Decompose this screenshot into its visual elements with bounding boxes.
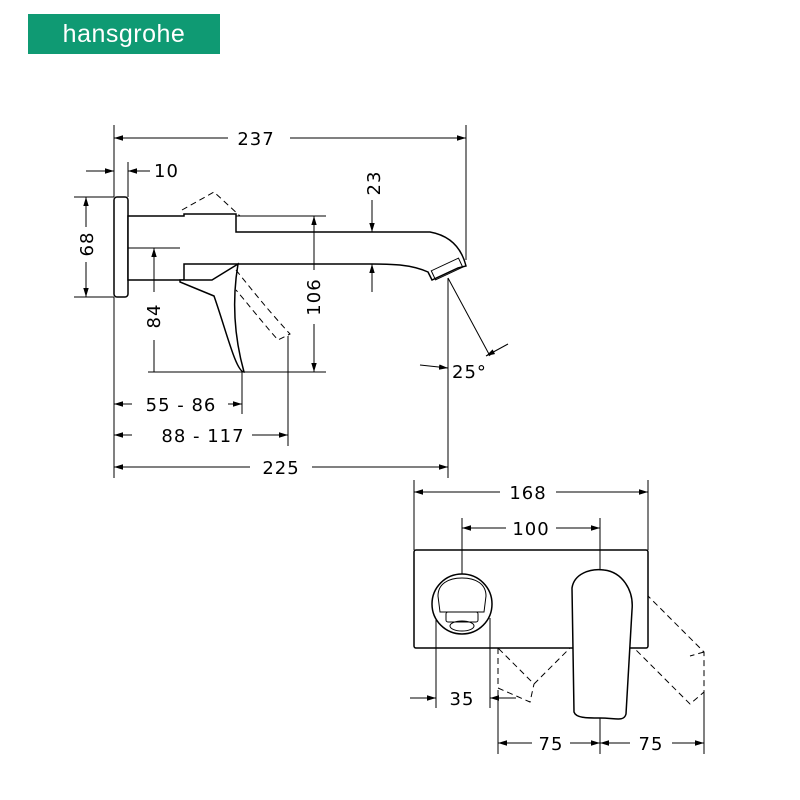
dim-100: 100: [461, 518, 601, 574]
dim-237-label: 237: [237, 129, 274, 150]
spout-outlet: [431, 573, 493, 635]
dim-23: 23: [364, 171, 385, 292]
lever-swing-right: [619, 579, 705, 705]
dim-10-label: 10: [154, 161, 179, 182]
dim-55-86: 55 - 86: [113, 297, 243, 478]
dim-75-right-label: 75: [639, 734, 664, 755]
dim-25-label: 25°: [452, 362, 487, 383]
dim-84-label: 84: [144, 304, 165, 329]
aerator: [430, 257, 464, 281]
dim-68-label: 68: [77, 232, 98, 257]
spout: [127, 213, 467, 281]
side-view: [113, 191, 467, 373]
dim-168-label: 168: [509, 483, 546, 504]
dim-225-label: 225: [262, 458, 299, 479]
dim-106-label: 106: [304, 278, 325, 315]
dim-237: 237: [113, 125, 467, 260]
dim-106: 106: [148, 215, 326, 373]
wall-plate: [113, 196, 129, 298]
dim-75-left-label: 75: [539, 734, 564, 755]
dim-55-86-label: 55 - 86: [146, 395, 217, 416]
dim-23-label: 23: [364, 171, 385, 196]
dim-10: 10: [86, 161, 179, 197]
brand-logo: hansgrohe: [28, 14, 220, 54]
aerator-front: [449, 620, 475, 632]
dim-25-degrees: 25°: [419, 277, 509, 383]
dim-35: 35: [410, 618, 516, 710]
lever: [179, 262, 245, 373]
dim-35-label: 35: [450, 689, 475, 710]
dim-75-75: 75 75: [497, 690, 705, 755]
dim-68: 68: [74, 196, 114, 298]
lever-open-position: [181, 191, 291, 341]
lever-front: [571, 568, 633, 720]
dim-88-117-label: 88 - 117: [161, 426, 244, 447]
dim-84: 84: [144, 248, 165, 372]
dim-88-117: 88 - 117: [114, 336, 289, 447]
dim-168: 168: [413, 480, 649, 550]
dim-100-label: 100: [512, 519, 549, 540]
dim-225: 225: [114, 372, 449, 479]
